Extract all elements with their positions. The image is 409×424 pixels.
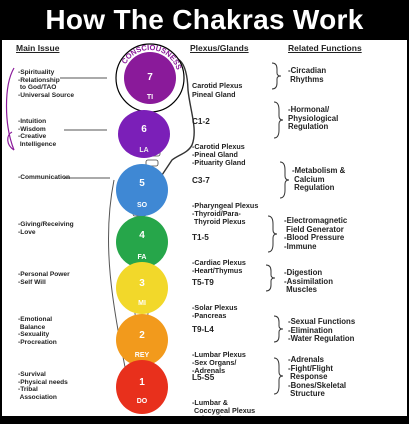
main-issue-3: -Personal Power -Self Will: [18, 271, 70, 286]
plexus-5: C3-7 -Pharyngeal Plexus -Thyroid/Para- T…: [192, 161, 258, 243]
chakra-panel: Main Issue Plexus/Glands Related Functio…: [2, 40, 407, 416]
chakra-1-number: 1: [139, 377, 145, 388]
functions-1: -Adrenals -Fight/Flight Response -Bones/…: [288, 355, 347, 399]
chakra-7-note: TI: [146, 94, 154, 101]
header-main-issue: Main Issue: [16, 43, 60, 53]
plexus-3-text: -Solar Plexus -Pancreas: [192, 303, 238, 321]
header-related: Related Functions: [288, 43, 362, 53]
chakra-6-circle: 6 LA: [118, 110, 170, 158]
plexus-6: C1-2 -Carotid Plexus -Pineal Gland -Pitu…: [192, 102, 246, 184]
main-issue-6: -Intuition -Wisdom -Creative Intelligenc…: [18, 118, 57, 148]
chakra-6-note: LA: [139, 147, 149, 154]
main-issue-5: -Communication: [18, 174, 71, 181]
header-plexus: Plexus/Glands: [190, 43, 249, 53]
chakra-1-note: DO: [136, 398, 148, 405]
chakra-2-number: 2: [139, 330, 145, 341]
main-issue-7: -Spirituality -Relationship to God/TAO -…: [18, 69, 75, 99]
plexus-4-text: -Cardiac Plexus -Heart/Thymus: [192, 258, 246, 276]
main-issue-1: -Survival -Physical needs -Tribal Associ…: [18, 371, 68, 401]
range-3: T5-T9: [192, 278, 214, 288]
chakra-4-circle: 4 FA: [116, 216, 168, 268]
range-2: T9-L4: [192, 325, 214, 335]
chakra-7-number: 7: [147, 72, 153, 83]
plexus-7: Carotid Plexus Pineal Gland: [192, 66, 242, 115]
chakra-5-circle: 5 SO: [116, 164, 168, 216]
plexus-5-text: -Pharyngeal Plexus -Thyroid/Para- Thyroi…: [192, 201, 259, 227]
page-title: How The Chakras Work: [0, 0, 409, 40]
connector-lines: [60, 77, 110, 179]
plexus-3: T5-T9 -Solar Plexus -Pancreas: [192, 263, 238, 337]
chakra-1-circle: 1 DO: [116, 360, 168, 414]
plexus-1: L5-S5 -Lumbar & Coccygeal Plexus -Adrena…: [192, 358, 255, 416]
range-4: T1-5: [192, 233, 209, 243]
chakra-3-number: 3: [139, 278, 145, 289]
plexus-7-text: Carotid Plexus Pineal Gland: [192, 81, 243, 99]
chakra-5-note: SO: [136, 202, 148, 209]
right-braces: [265, 62, 290, 395]
plexus-2: T9-L4 -Lumbar Plexus -Sex Organs/ -Adren…: [192, 310, 246, 392]
chakra-5-number: 5: [139, 178, 145, 189]
functions-5: -Metabolism & Calcium Regulation: [292, 166, 346, 193]
chakra-2-note: REY: [134, 352, 150, 359]
functions-3: -Digestion -Assimilation Muscles: [284, 268, 333, 295]
chakra-4-note: FA: [137, 254, 147, 261]
functions-2: -Sexual Functions -Elimination -Water Re…: [288, 317, 356, 344]
left-brackets: [5, 67, 15, 151]
functions-6: -Hormonal/ Physiological Regulation: [288, 105, 339, 132]
plexus-1-text: -Lumbar & Coccygeal Plexus -Adrenals: [192, 398, 256, 416]
chakra-7-circle: 7 TI: [124, 52, 176, 104]
functions-7: -Circadian Rhythms: [288, 66, 327, 84]
range-5: C3-7: [192, 176, 210, 186]
plexus-2-text: -Lumbar Plexus -Sex Organs/ -Adrenals: [192, 350, 246, 376]
main-issue-2: -Emotional Balance -Sexuality -Procreati…: [18, 316, 57, 346]
bracket-spiritual: [5, 67, 15, 151]
functions-4: -Electromagnetic Field Generator -Blood …: [284, 216, 348, 251]
chakra-4-number: 4: [139, 230, 145, 241]
chakra-6-number: 6: [141, 124, 147, 135]
range-6: C1-2: [192, 117, 210, 127]
plexus-4: T1-5 -Cardiac Plexus -Heart/Thymus: [192, 218, 246, 292]
plexus-6-text: -Carotid Plexus -Pineal Gland -Pituarity…: [192, 142, 246, 168]
chakra-3-circle: 3 MI: [116, 262, 168, 314]
chakra-3-note: MI: [138, 300, 146, 307]
main-issue-4: -Giving/Receiving -Love: [18, 221, 74, 236]
crown-ring: CONSCIOUSNESS: [115, 43, 185, 113]
chakra-2-circle: 2 REY: [116, 314, 168, 366]
range-1: L5-S5: [192, 373, 215, 383]
bottom-bar: [0, 416, 409, 424]
